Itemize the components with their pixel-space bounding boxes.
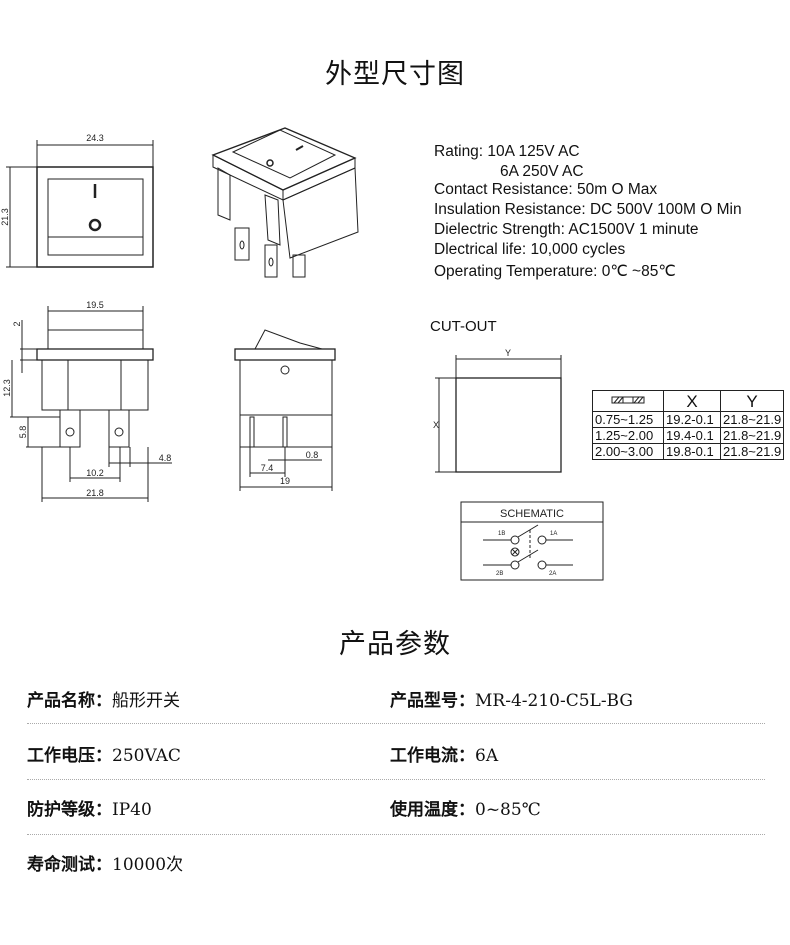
spec-operating-temperature: Operating Temperature: 0℃ ~85℃ bbox=[434, 263, 676, 280]
param-life-test: 寿命测试：10000次 bbox=[27, 850, 183, 875]
param-label: 工作电压： bbox=[27, 746, 112, 766]
param-label: 防护等级： bbox=[27, 800, 112, 820]
param-value: 250VAC bbox=[112, 746, 181, 766]
param-current: 工作电流：6A bbox=[390, 741, 498, 766]
side-view-drawing: 19.5 21.8 10.2 4.8 2 12.3 5.8 bbox=[2, 300, 172, 502]
dim-pin-thickness: 0.8 bbox=[306, 450, 319, 460]
param-protection: 防护等级：IP40 bbox=[27, 795, 152, 820]
spec-contact-resistance: Contact Resistance: 50m O Max bbox=[434, 181, 658, 198]
schematic-title: SCHEMATIC bbox=[500, 508, 564, 520]
table-header-y: Y bbox=[719, 390, 785, 412]
param-value: 6A bbox=[475, 746, 499, 766]
end-view-drawing: 19 7.4 0.8 bbox=[234, 329, 336, 491]
dim-end-width: 19 bbox=[280, 476, 290, 486]
dim-overall-width: 21.8 bbox=[86, 488, 104, 498]
schematic-terminal-1a: 1A bbox=[550, 531, 557, 537]
param-label: 产品型号： bbox=[390, 691, 475, 711]
spec-rating-2: 6A 250V AC bbox=[500, 163, 584, 180]
table-cell: 1.25~2.00 bbox=[592, 427, 664, 444]
param-value: 10000次 bbox=[112, 855, 184, 875]
param-value: 0~85℃ bbox=[475, 800, 541, 820]
dim-cap-width: 19.5 bbox=[86, 300, 104, 310]
param-model: 产品型号：MR-4-210-C5L-BG bbox=[390, 686, 633, 711]
panel-thickness-icon bbox=[592, 390, 664, 412]
cutout-y-label: Y bbox=[505, 348, 511, 358]
table-cell: 21.8~21.9 bbox=[719, 443, 785, 460]
param-value: MR-4-210-C5L-BG bbox=[475, 691, 633, 711]
cutout-drawing: Y X bbox=[433, 348, 562, 473]
dim-terminal-width: 4.8 bbox=[159, 453, 172, 463]
table-cell: 21.8~21.9 bbox=[719, 427, 785, 444]
dim-pin-offset: 7.4 bbox=[261, 463, 274, 473]
param-voltage: 工作电压：250VAC bbox=[27, 741, 181, 766]
divider bbox=[27, 834, 765, 835]
param-label: 寿命测试： bbox=[27, 855, 112, 875]
table-cell: 19.8-0.1 bbox=[663, 443, 721, 460]
technical-drawings: 24.3 21.3 19.5 21.8 10.2 4.8 bbox=[0, 127, 604, 581]
param-value: IP40 bbox=[112, 800, 152, 820]
param-label: 工作电流： bbox=[390, 746, 475, 766]
dim-terminal-spacing: 10.2 bbox=[86, 468, 104, 478]
schematic-terminal-2a: 2A bbox=[549, 571, 556, 577]
dim-front-width: 24.3 bbox=[86, 133, 104, 143]
schematic-drawing: SCHEMATIC 1B 1A 2B 2A bbox=[460, 501, 604, 581]
param-product-name: 产品名称：船形开关 bbox=[27, 686, 180, 711]
dim-front-height: 21.3 bbox=[0, 208, 10, 226]
table-cell: 21.8~21.9 bbox=[719, 411, 785, 428]
front-view-drawing: 24.3 21.3 bbox=[0, 133, 154, 268]
spec-dielectric-strength: Dielectric Strength: AC1500V 1 minute bbox=[434, 221, 699, 238]
section-title-dimensions: 外型尺寸图 bbox=[325, 59, 465, 90]
schematic-terminal-1b: 1B bbox=[498, 531, 505, 537]
table-cell: 2.00~3.00 bbox=[592, 443, 664, 460]
divider bbox=[27, 723, 765, 724]
param-label: 产品名称： bbox=[27, 691, 112, 711]
dim-body-height: 12.3 bbox=[2, 379, 12, 397]
spec-electrical-life: Dlectrical life: 10,000 cycles bbox=[434, 241, 626, 258]
spec-insulation-resistance: Insulation Resistance: DC 500V 100M O Mi… bbox=[434, 201, 742, 218]
section-title-parameters: 产品参数 bbox=[339, 629, 451, 660]
param-label: 使用温度： bbox=[390, 800, 475, 820]
cutout-x-label: X bbox=[433, 420, 439, 430]
table-cell: 0.75~1.25 bbox=[592, 411, 664, 428]
table-header-row: X Y bbox=[592, 390, 785, 412]
divider bbox=[27, 779, 765, 780]
dim-terminal-height: 5.8 bbox=[18, 426, 28, 439]
table-header-x: X bbox=[663, 390, 721, 412]
table-cell: 19.2-0.1 bbox=[663, 411, 721, 428]
table-cell: 19.4-0.1 bbox=[663, 427, 721, 444]
spec-rating: Rating: 10A 125V AC bbox=[434, 143, 580, 160]
dim-cap-height: 2 bbox=[12, 321, 22, 326]
schematic-terminal-2b: 2B bbox=[496, 571, 503, 577]
cutout-label: CUT-OUT bbox=[430, 318, 497, 335]
isometric-view-drawing bbox=[211, 127, 359, 278]
param-value: 船形开关 bbox=[112, 691, 180, 711]
param-temperature: 使用温度：0~85℃ bbox=[390, 795, 541, 820]
